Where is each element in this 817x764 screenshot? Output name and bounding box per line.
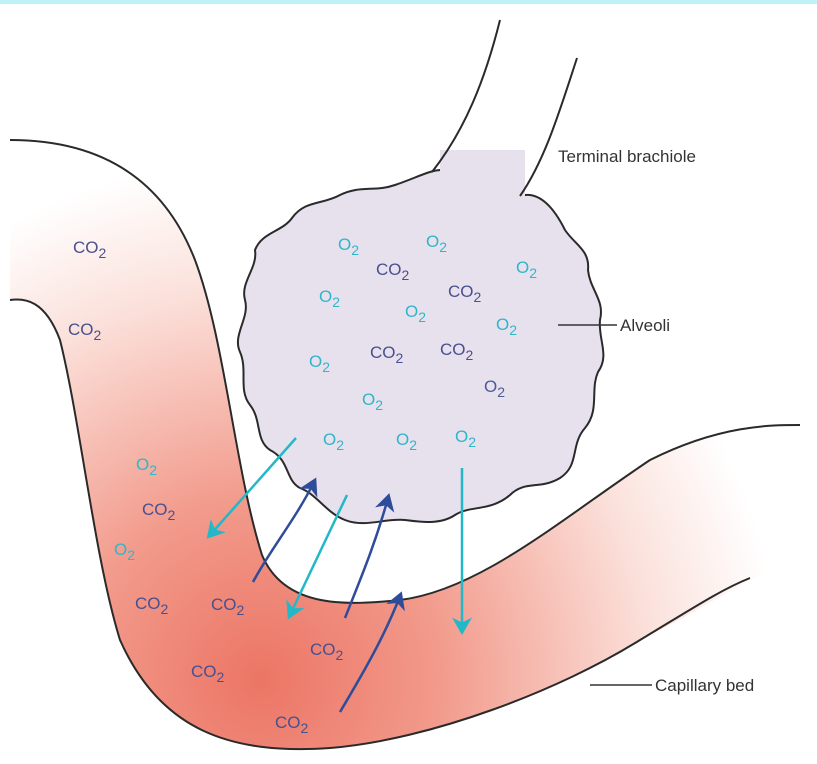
co2-label: CO2 [191,662,225,685]
capillary-upper-wall [9,139,801,604]
co2-label: CO2 [211,595,245,618]
co2-label: CO2 [440,340,474,363]
o2-diffusion-arrow [286,494,349,620]
co2-diffusion-arrow [343,493,395,619]
co2-diffusion-arrow [338,591,405,713]
bronchiole-lumen [440,150,525,210]
capillary-lower-wall [9,298,751,751]
terminal-brachiole-label: Terminal brachiole [558,147,696,166]
capillary-bed [10,140,800,750]
co2-label: CO2 [135,594,169,617]
co2-label: CO2 [142,500,176,523]
co2-label: CO2 [370,343,404,366]
co2-label: CO2 [310,640,344,663]
bronchiole-wall-left [431,19,501,173]
alveolus [237,169,605,525]
bronchiole-wall-right [519,57,578,197]
co2-label: CO2 [448,282,482,305]
co2-label: CO2 [68,320,102,343]
alveoli-label: Alveoli [620,316,670,335]
co2-label: CO2 [275,713,309,736]
co2-diffusion-arrow [251,477,318,583]
co2-label: CO2 [376,260,410,283]
co2-label: CO2 [73,238,107,261]
capillary-bed-label: Capillary bed [655,676,754,695]
o2-diffusion-arrow [206,437,297,539]
